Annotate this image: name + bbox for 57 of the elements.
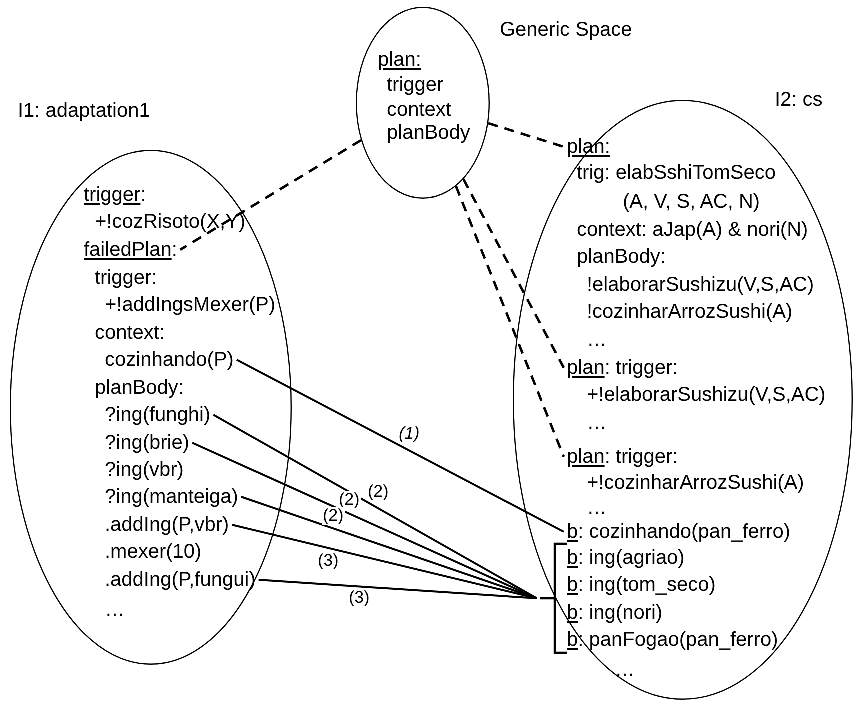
code-line: ?ing(manteiga) (105, 485, 238, 509)
dashed-connector (488, 122, 564, 148)
code-line: b: ing(nori) (567, 601, 663, 625)
space-title: I1: adaptation1 (18, 99, 150, 123)
code-line: … (105, 598, 125, 622)
connector-line (192, 442, 538, 600)
code-line: !cozinharArrozSushi(A) (587, 300, 793, 324)
code-line: … (587, 411, 607, 435)
code-line: planBody: (95, 376, 184, 400)
edge-label: (2) (367, 483, 390, 501)
code-line: … (615, 658, 635, 682)
code-line: .mexer(10) (105, 540, 202, 564)
code-line: plan: (378, 48, 422, 72)
edge-label: (3) (317, 552, 340, 570)
code-line: plan: trigger: (567, 356, 678, 380)
code-line: context: aJap(A) & nori(N) (577, 218, 808, 242)
code-line: plan: trigger: (567, 445, 678, 469)
code-line: +!cozinharArrozSushi(A) (587, 471, 804, 495)
code-line: !elaborarSushizu(V,S,AC) (587, 273, 814, 297)
dashed-connector (180, 139, 362, 252)
dashed-connector (455, 186, 566, 458)
code-line: trigger: (84, 183, 146, 207)
code-line: planBody (387, 121, 470, 145)
edge-label: (3) (348, 589, 371, 607)
code-line: context: (95, 321, 166, 345)
connector-line (236, 359, 564, 533)
code-line: b: cozinhando(pan_ferro) (567, 520, 790, 544)
edge-label: (2) (322, 507, 345, 525)
code-line: trig: elabSshiTomSeco (A, V, S, AC, N) (577, 161, 777, 215)
code-line: cozinhando(P) (105, 348, 234, 372)
code-line: ?ing(brie) (105, 431, 190, 455)
code-line: context (387, 98, 452, 122)
code-line: ?ing(funghi) (105, 403, 211, 427)
dashed-connector (462, 178, 566, 369)
code-line: b: ing(tom_seco) (567, 573, 716, 597)
code-line: … (587, 496, 607, 520)
space-title: I2: cs (775, 88, 823, 112)
code-line: ?ing(vbr) (105, 458, 184, 482)
code-line: .addIng(P,fungui) (105, 568, 256, 592)
connector-line (213, 414, 538, 600)
space-title: Generic Space (500, 18, 632, 42)
code-line: trigger: (95, 266, 158, 290)
edge-label: (2) (338, 491, 361, 509)
connector-line (241, 496, 538, 600)
connector-line (232, 524, 538, 600)
code-line: +!addIngsMexer(P) (105, 293, 276, 317)
code-line: planBody: (577, 245, 666, 269)
code-line: b: ing(agriao) (567, 546, 685, 570)
code-line: .addIng(P,vbr) (105, 513, 230, 537)
code-line: … (587, 328, 607, 352)
code-line: +!elaborarSushizu(V,S,AC) (587, 383, 826, 407)
code-line: +!cozRisoto(X,Y) (95, 210, 246, 234)
connector-line (258, 579, 538, 600)
edge-label: (1) (398, 425, 421, 443)
code-line: b: panFogao(pan_ferro) (567, 628, 778, 652)
code-line: failedPlan: (84, 238, 178, 262)
code-line: trigger (387, 73, 444, 97)
